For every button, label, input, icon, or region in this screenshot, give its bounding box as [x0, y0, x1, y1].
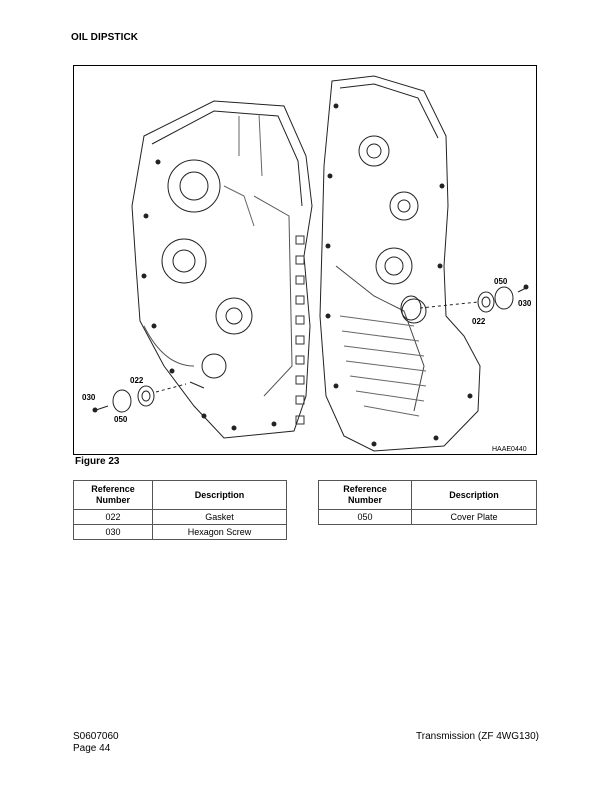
ref-number-cell: 022 [73, 509, 153, 525]
table-row: 030 Hexagon Screw [73, 524, 287, 540]
header-description: Description [411, 480, 537, 510]
description-cell: Gasket [152, 509, 287, 525]
section-title: OIL DIPSTICK [71, 32, 139, 43]
figure-code: HAAE0440 [492, 446, 527, 453]
ref-number-cell: 030 [73, 524, 153, 540]
callout-left-050: 050 [114, 415, 128, 424]
callout-left-022: 022 [130, 376, 144, 385]
description-cell: Hexagon Screw [152, 524, 287, 540]
page-number: Page 44 [73, 743, 111, 754]
footer-manual-title: Transmission (ZF 4WG130) [416, 731, 539, 742]
callout-right-050: 050 [494, 277, 508, 286]
callout-right-030: 030 [518, 299, 532, 308]
footer-left: S0607060 Page 44 [73, 731, 119, 755]
figure-caption: Figure 23 [75, 456, 120, 467]
callout-right-022: 022 [472, 317, 486, 326]
transmission-exploded-drawing: 022 030 050 050 030 022 HAAE0440 [82, 75, 532, 453]
table-row: 050 Cover Plate [318, 509, 537, 525]
ref-number-cell: 050 [318, 509, 412, 525]
document-number: S0607060 [73, 731, 119, 742]
table-row: 022 Gasket [73, 509, 287, 525]
description-cell: Cover Plate [411, 509, 537, 525]
callout-left-030: 030 [82, 393, 96, 402]
figure-frame: 022 030 050 050 030 022 HAAE0440 [73, 65, 537, 455]
header-description: Description [152, 480, 287, 510]
